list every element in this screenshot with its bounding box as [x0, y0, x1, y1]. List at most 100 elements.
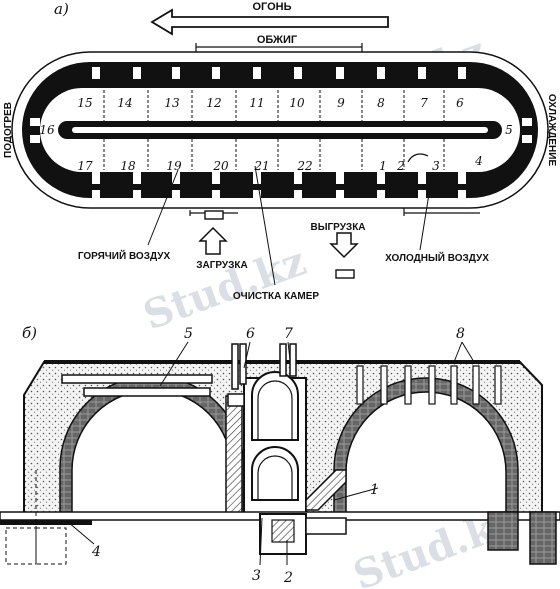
- fire-arrow: [150, 8, 389, 36]
- central-flue: [243, 371, 307, 519]
- wall-slot: [172, 67, 180, 79]
- chamber-number: 6: [456, 96, 464, 110]
- wall-slot: [377, 67, 385, 79]
- chamber-number: 5: [505, 123, 513, 137]
- chamber-numbers: 15 14 13 12 11 10 9 8 7 6 16 5 17 18 19 …: [39, 96, 512, 173]
- chamber-number: 3: [432, 159, 440, 173]
- wall-slot: [418, 190, 426, 202]
- chamber-number: 15: [77, 96, 92, 110]
- wall-slot: [92, 190, 100, 202]
- wall-slot: [377, 92, 385, 104]
- chamber-number: 11: [249, 96, 264, 110]
- vertical-flue: [494, 365, 502, 405]
- wall-slot: [522, 135, 532, 143]
- wall-slot: [253, 67, 261, 79]
- chamber-number: 7: [420, 96, 428, 110]
- wall-slot: [294, 190, 302, 202]
- wall-slot: [294, 67, 302, 79]
- cold-air-leader: [419, 174, 433, 251]
- wall-slot: [133, 172, 141, 184]
- wall-slot: [377, 190, 385, 202]
- chamber-number: 16: [39, 123, 55, 137]
- panel-a-letter: а): [54, 0, 69, 18]
- callout-5: 5: [184, 326, 193, 342]
- upper-flues: [61, 374, 213, 397]
- wall-slot: [294, 172, 302, 184]
- unloading-arrow: [329, 232, 359, 259]
- wall-slot: [377, 172, 385, 184]
- fire-label: ОГОНЬ: [252, 1, 291, 13]
- wall-slot: [92, 92, 100, 104]
- ring-kiln: [11, 51, 549, 209]
- wall-slot: [172, 172, 180, 184]
- chamber-number: 12: [206, 96, 221, 110]
- vertical-flue: [356, 365, 364, 405]
- callout-numbers: 1 2 3 4 5 6 7 8: [91, 326, 465, 586]
- wall-slot: [133, 67, 141, 79]
- wall-slot: [253, 190, 261, 202]
- wall-slot: [172, 92, 180, 104]
- wall-slot: [458, 172, 466, 184]
- wall-slot: [133, 190, 141, 202]
- wall-slot: [522, 118, 532, 126]
- hot-air-label: ГОРЯЧИЙ ВОЗДУХ: [78, 249, 171, 262]
- left-foundation: [5, 470, 67, 565]
- hot-air-leader: [147, 169, 179, 246]
- wall-slot: [30, 118, 40, 126]
- wall-slot: [92, 172, 100, 184]
- callout-6: 6: [246, 326, 255, 342]
- loading-arrow: [198, 226, 228, 255]
- chamber-number: 19: [166, 159, 182, 173]
- wall-slot: [418, 172, 426, 184]
- panel-b-letter: б): [22, 324, 37, 342]
- wall-slot: [336, 190, 344, 202]
- callout-3: 3: [252, 568, 261, 584]
- wall-slot: [172, 190, 180, 202]
- sloped-channel: [305, 469, 347, 511]
- cold-air-label: ХОЛОДНЫЙ ВОЗДУХ: [385, 251, 489, 264]
- chamber-number: 18: [120, 159, 136, 173]
- panel-a: а) ОГОНЬ ОБЖИГ 15 14 13: [3, 0, 557, 302]
- left-flue-channel: [225, 395, 243, 515]
- wall-slot: [212, 190, 220, 202]
- wall-slot: [458, 67, 466, 79]
- chamber-number: 13: [164, 96, 180, 110]
- wall-slot: [92, 67, 100, 79]
- floor: [0, 511, 560, 565]
- chamber-number: 21: [253, 159, 269, 173]
- cooling-label: ОХЛАЖДЕНИЕ: [546, 94, 557, 167]
- chamber-partitions: [103, 90, 445, 170]
- wall-slot: [336, 67, 344, 79]
- top-pipes: [227, 343, 297, 407]
- chamber-number: 17: [77, 159, 93, 173]
- callout-8: 8: [456, 326, 465, 342]
- loading-marker: [204, 210, 224, 220]
- chamber-number: 2: [396, 159, 405, 173]
- wall-slot: [458, 190, 466, 202]
- callout-2: 2: [283, 570, 293, 586]
- chamber-number: 8: [377, 96, 385, 110]
- right-flues: [356, 365, 502, 405]
- chamber-number: 14: [117, 96, 132, 110]
- wall-slot: [418, 67, 426, 79]
- callout-1: 1: [370, 482, 379, 498]
- wall-slot: [212, 92, 220, 104]
- unloading-marker: [335, 269, 355, 279]
- preheat-label: ПОДОГРЕВ: [3, 102, 14, 158]
- vertical-flue: [450, 365, 458, 405]
- wall-slot: [253, 92, 261, 104]
- vertical-flue: [472, 365, 480, 405]
- chamber-number: 20: [212, 159, 229, 173]
- flow-arrow: [407, 153, 429, 163]
- chamber-number: 22: [296, 159, 312, 173]
- callout-4: 4: [91, 544, 101, 560]
- bottom-bracket: [189, 208, 480, 216]
- wall-slot: [133, 92, 141, 104]
- wall-slot: [336, 92, 344, 104]
- wall-slot: [458, 92, 466, 104]
- chamber-number: 4: [474, 154, 483, 168]
- callout-7: 7: [284, 326, 293, 342]
- chamber-number: 10: [289, 96, 305, 110]
- panel-b: б): [0, 324, 560, 586]
